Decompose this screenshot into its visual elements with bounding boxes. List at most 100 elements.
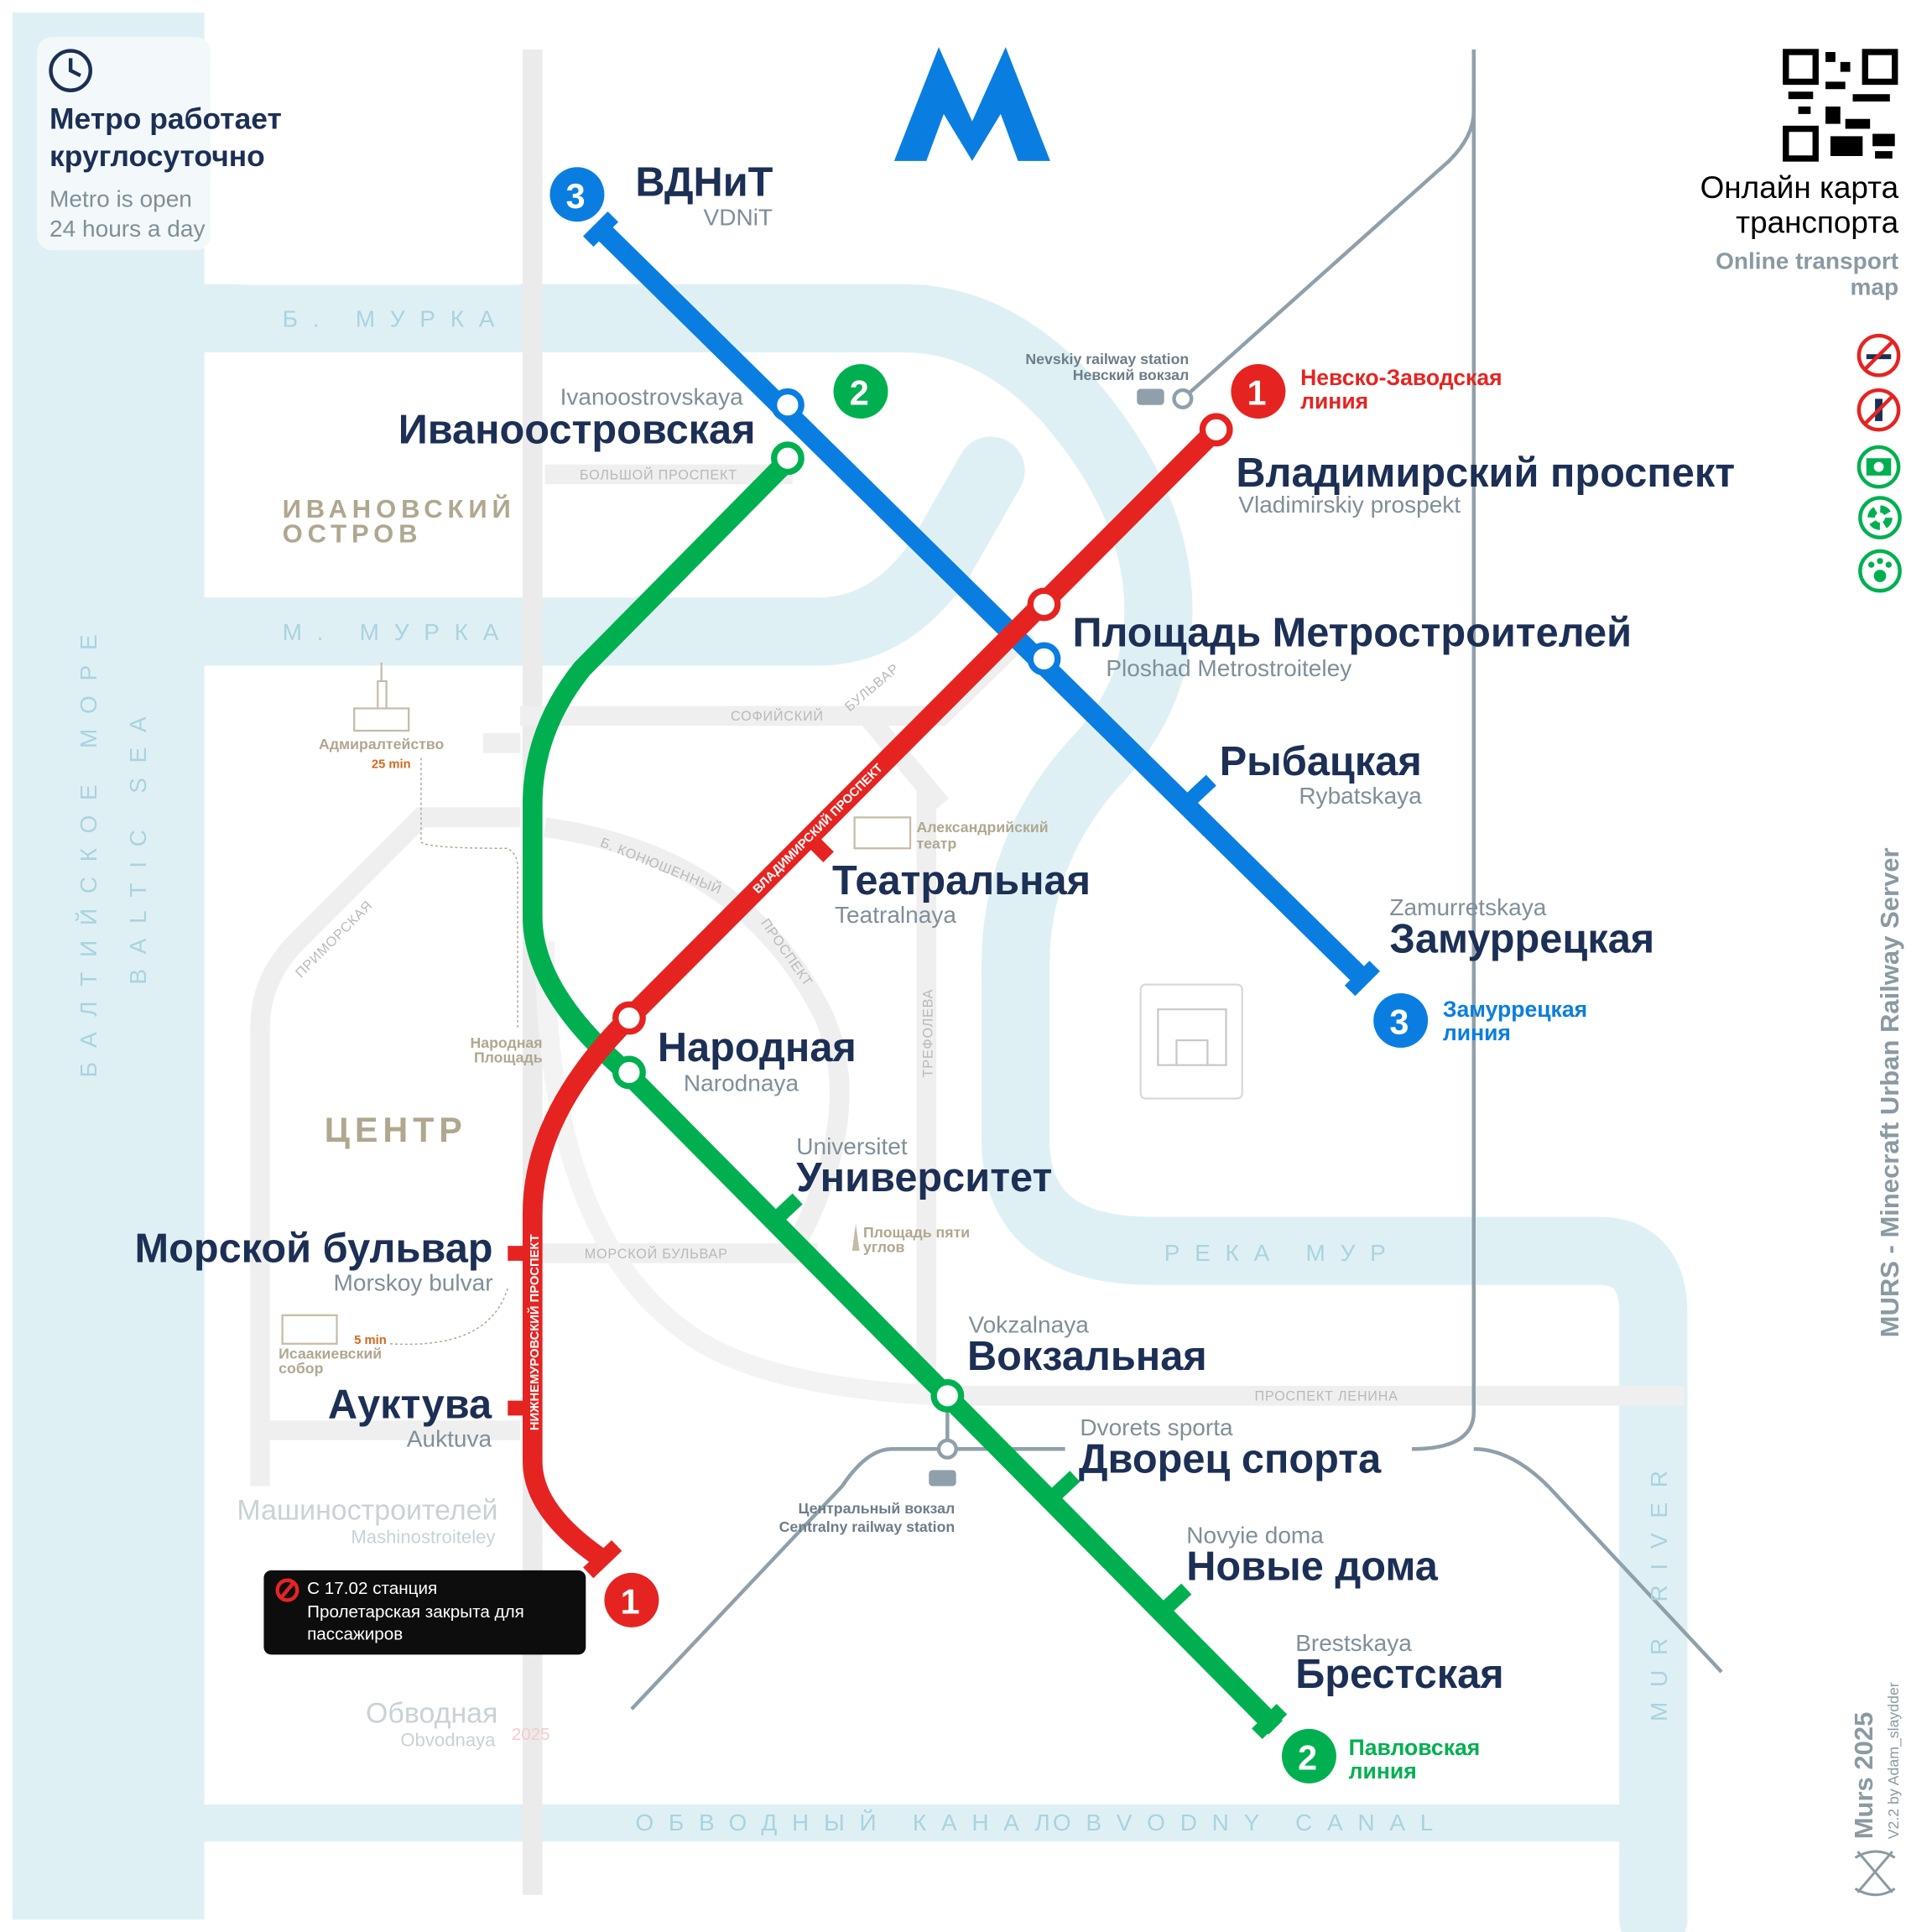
svg-text:БАЛТИЙСКОЕ МОРЕ: БАЛТИЙСКОЕ МОРЕ: [76, 620, 102, 1078]
svg-text:Центральный вокзал: Центральный вокзал: [798, 1500, 955, 1517]
rules-icons: [1856, 333, 1902, 593]
svg-text:V2.2 by Adam_slaydder: V2.2 by Adam_slaydder: [1885, 1682, 1903, 1839]
admiralty-icon: [353, 662, 410, 732]
line-badges: 3 3 2 2 1 1: [549, 167, 1429, 1784]
svg-text:Вокзальная: Вокзальная: [967, 1334, 1207, 1379]
train-icon: [929, 1470, 956, 1487]
svg-text:Auktuva: Auktuva: [407, 1425, 492, 1451]
svg-text:Новые дома: Новые дома: [1186, 1544, 1438, 1590]
svg-text:Площадь Метростроителей: Площадь Метростроителей: [1072, 611, 1632, 656]
cathedral-icon: [281, 1314, 338, 1345]
svg-text:Dvorets sporta: Dvorets sporta: [1080, 1414, 1233, 1440]
svg-text:Centralny railway station: Centralny railway station: [779, 1518, 956, 1535]
svg-text:Народная: Народная: [470, 1034, 542, 1051]
svg-text:Б. КОНЮШЕННЫЙ: Б. КОНЮШЕННЫЙ: [598, 834, 724, 897]
svg-text:ТРЕФОЛЕВА: ТРЕФОЛЕВА: [921, 989, 936, 1078]
svg-text:круглосуточно: круглосуточно: [49, 139, 265, 173]
railway-labels: Nevskiy railway station Невский вокзал Ц…: [779, 351, 1190, 1535]
svg-text:Площадь: Площадь: [474, 1049, 543, 1066]
svg-text:ЦЕНТР: ЦЕНТР: [325, 1111, 467, 1149]
line-1-red: [508, 422, 1224, 1579]
svg-text:Машиностроителей: Машиностроителей: [237, 1494, 497, 1526]
svg-text:Vokzalnaya: Vokzalnaya: [968, 1311, 1089, 1337]
svg-text:Nevskiy railway station: Nevskiy railway station: [1025, 351, 1189, 367]
svg-text:25 min: 25 min: [372, 758, 411, 771]
svg-text:Замуррецкая: Замуррецкая: [1443, 997, 1587, 1022]
svg-text:углов: углов: [863, 1239, 905, 1256]
svg-text:линия: линия: [1349, 1758, 1417, 1784]
svg-text:МОРСКОЙ БУЛЬВАР: МОРСКОЙ БУЛЬВАР: [585, 1246, 728, 1262]
svg-text:3: 3: [566, 177, 586, 216]
svg-text:Дворец спорта: Дворец спорта: [1079, 1436, 1382, 1482]
svg-text:Университет: Университет: [796, 1155, 1052, 1200]
svg-text:ОБВОДНЫЙ КАНАЛ: ОБВОДНЫЙ КАНАЛ: [635, 1810, 1065, 1836]
no-smoking-icon: [1856, 333, 1901, 378]
credits: MURS - Minecraft Urban Railway Server Mu…: [1849, 847, 1904, 1897]
baltic-sea: [12, 12, 205, 1920]
svg-text:М. МУРКА: М. МУРКА: [283, 619, 514, 645]
line-3-blue: [582, 211, 1380, 997]
svg-text:Брестская: Брестская: [1295, 1652, 1503, 1697]
svg-text:Владимирский проспект: Владимирский проспект: [1236, 450, 1735, 496]
svg-text:Online transport: Online transport: [1716, 247, 1898, 273]
svg-text:Ploshad Metrostroiteley: Ploshad Metrostroiteley: [1106, 655, 1351, 681]
svg-text:2: 2: [1298, 1739, 1317, 1778]
svg-text:ПРОСПЕКТ: ПРОСПЕКТ: [758, 916, 815, 989]
coat-of-arms: [1139, 983, 1243, 1100]
svg-text:Александрийский: Александрийский: [916, 819, 1048, 836]
street-label-nizhnemurovskiy: НИЖНЕМУРОВСКИЙ ПРОСПЕКТ: [527, 1234, 542, 1430]
svg-text:Zamurretskaya: Zamurretskaya: [1389, 894, 1546, 920]
central-railway-transfer[interactable]: [936, 1438, 958, 1460]
svg-text:OBVODNY CANAL: OBVODNY CANAL: [1053, 1810, 1448, 1836]
water-labels: Б. МУРКА М. МУРКА РЕКА МУР ОБВОДНЫЙ КАНА…: [76, 306, 1672, 1836]
svg-text:Ауктува: Ауктува: [328, 1382, 492, 1427]
svg-text:Пролетарская закрыта для: Пролетарская закрыта для: [307, 1602, 524, 1622]
svg-text:БОЛЬШОЙ ПРОСПЕКТ: БОЛЬШОЙ ПРОСПЕКТ: [580, 466, 737, 482]
svg-text:BALTIC SEA: BALTIC SEA: [125, 702, 151, 985]
svg-text:Народная: Народная: [658, 1025, 857, 1070]
nevskiy-railway-transfer[interactable]: [1172, 388, 1194, 409]
radiation-icon: [1858, 496, 1902, 539]
svg-text:транспорта: транспорта: [1736, 206, 1898, 240]
interchange-stations[interactable]: [612, 388, 1233, 1413]
info-box: Метро работает круглосуточно Metro is op…: [37, 37, 282, 251]
svg-text:1: 1: [621, 1583, 640, 1622]
svg-text:Метро работает: Метро работает: [49, 102, 282, 136]
svg-text:СОФИЙСКИЙ: СОФИЙСКИЙ: [731, 708, 824, 724]
photo-allowed-icon: [1856, 445, 1901, 489]
sea-corner: [204, 12, 521, 285]
closure-notice: С 17.02 станция Пролетарская закрыта для…: [263, 1570, 586, 1655]
svg-text:Невско-Заводская: Невско-Заводская: [1300, 365, 1502, 390]
svg-text:Обводная: Обводная: [366, 1698, 497, 1730]
svg-text:2025: 2025: [512, 1725, 550, 1744]
svg-text:театр: театр: [916, 835, 956, 851]
svg-text:линия: линия: [1300, 388, 1368, 414]
online-map-caption: Онлайн карта транспорта Online transport…: [1700, 170, 1899, 299]
svg-text:Rybatskaya: Rybatskaya: [1299, 783, 1422, 809]
svg-text:линия: линия: [1443, 1020, 1511, 1045]
svg-text:Павловская: Павловская: [1349, 1735, 1481, 1760]
svg-text:Площадь пяти: Площадь пяти: [863, 1224, 970, 1241]
landmarks: Адмиралтейство 25 min Александрийскийтеа…: [279, 662, 1243, 1377]
svg-text:Рыбацкая: Рыбацкая: [1220, 739, 1422, 784]
qr-code[interactable]: [1783, 49, 1898, 162]
svg-text:Vladimirskiy prospekt: Vladimirskiy prospekt: [1238, 492, 1461, 518]
svg-text:Иваноостровская: Иваноостровская: [398, 408, 756, 453]
svg-text:Адмиралтейство: Адмиралтейство: [319, 736, 444, 752]
svg-text:ВДНиТ: ВДНиТ: [635, 159, 773, 205]
svg-text:Б. МУРКА: Б. МУРКА: [283, 306, 510, 332]
no-entry-icon: [275, 1578, 299, 1602]
no-alcohol-icon: [1856, 388, 1901, 432]
svg-text:Morskoy bulvar: Morskoy bulvar: [334, 1269, 493, 1295]
line-2-green: [522, 453, 1288, 1740]
svg-text:Ivanoostrovskaya: Ivanoostrovskaya: [560, 384, 744, 410]
svg-text:Mashinostroiteley: Mashinostroiteley: [351, 1526, 496, 1547]
svg-text:Obvodnaya: Obvodnaya: [400, 1730, 496, 1751]
svg-text:С 17.02 станция: С 17.02 станция: [307, 1579, 437, 1598]
svg-text:Замуррецкая: Замуррецкая: [1389, 916, 1654, 961]
svg-text:Teatralnaya: Teatralnaya: [835, 902, 956, 928]
svg-text:3: 3: [1389, 1003, 1409, 1042]
svg-text:Murs 2025: Murs 2025: [1849, 1712, 1878, 1840]
